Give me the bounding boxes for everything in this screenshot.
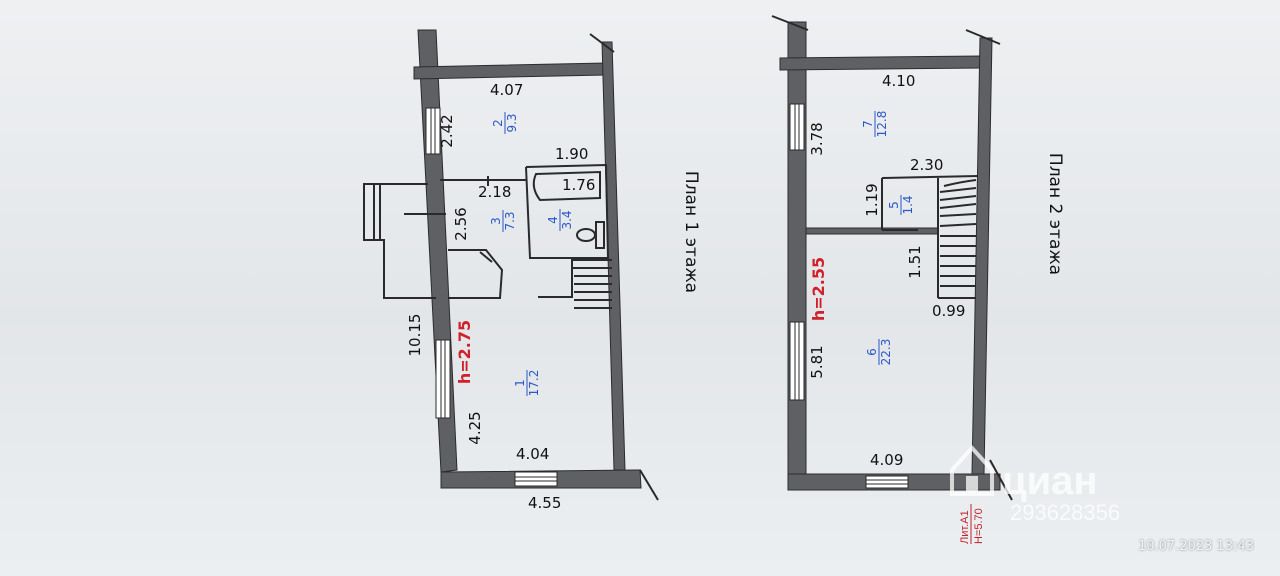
room-1-area: 17.2 — [527, 370, 541, 397]
floor2-dim-closet-depth: 1.19 — [863, 183, 881, 216]
floor1-dim-total-length: 10.15 — [406, 314, 424, 357]
floor1-room-3-label: 3 7.3 — [489, 210, 517, 232]
floor1-bathroom-walls — [525, 163, 610, 259]
floor1-top-wall — [413, 62, 607, 80]
floor1-room-1-label: 1 17.2 — [513, 370, 541, 397]
floor1-dim-corridor-width: 2.18 — [478, 183, 511, 201]
floor1-dim-bottom-outer: 4.55 — [528, 494, 561, 512]
room-1-number: 1 — [513, 379, 527, 387]
floor1-porch — [363, 183, 446, 299]
floor1-window-bottom — [514, 471, 558, 487]
room-7-area: 12.8 — [875, 111, 889, 138]
floor1-dim-wc-width: 1.76 — [562, 176, 595, 194]
floor1-kitchen-unit — [448, 249, 504, 299]
room-7-number: 7 — [861, 120, 875, 128]
floor2-dim-top-width: 4.10 — [882, 72, 915, 90]
floor1-window-upper — [425, 107, 441, 155]
room-6-area: 22.3 — [879, 339, 893, 366]
floor1-dim-bath-width: 1.90 — [555, 145, 588, 163]
room-4-number: 4 — [546, 216, 560, 224]
floor1-ceiling-height: h=2.75 — [455, 320, 474, 384]
floor2-dim-stair-width: 0.99 — [932, 302, 965, 320]
floor2-wall-break-bottom — [989, 459, 1013, 501]
photo-timestamp: 10.07.2023 13:43 — [1137, 539, 1254, 554]
cian-logo-icon — [950, 445, 994, 496]
floor1-dim-bottom-inner: 4.04 — [516, 445, 549, 463]
floor2-room-5-label: 5 1.4 — [887, 195, 915, 215]
watermark-brand: циан — [1002, 459, 1098, 503]
floor1-plan: 4.07 2.42 1.90 2.18 1.76 2.56 10.15 4.25… — [363, 29, 701, 512]
floor1-dim-left-upper: 2.42 — [438, 114, 456, 147]
floor2-top-wall — [779, 55, 983, 71]
floor1-wall-break-bottom — [639, 469, 659, 501]
room-5-number: 5 — [887, 201, 901, 209]
lit-height: H=5.70 — [973, 508, 985, 544]
floor1-window-lower — [435, 339, 451, 419]
floor1-kitchen-diagonal — [479, 251, 493, 263]
floor2-left-wall — [787, 21, 807, 489]
floor2-plan-title: План 2 этажа — [1045, 153, 1065, 275]
floor2-dim-bottom-width: 4.09 — [870, 451, 903, 469]
room-3-number: 3 — [489, 217, 503, 225]
room-6-number: 6 — [865, 348, 879, 356]
floor2-lit-label: Лит.А1 H=5.70 — [959, 504, 985, 544]
floor2-room-7-label: 7 12.8 — [861, 111, 889, 138]
floor1-wall-break-top — [589, 33, 615, 53]
floor2-room-6-label: 6 22.3 — [865, 339, 893, 366]
room-2-area: 9.3 — [505, 113, 519, 132]
floor1-staircase — [538, 259, 612, 309]
floor2-dim-left-upper: 3.78 — [808, 122, 826, 155]
floor1-dim-kitchen-depth: 2.56 — [452, 207, 470, 240]
floor2-dim-closet-width: 2.30 — [910, 156, 943, 174]
floor1-room-2-label: 2 9.3 — [491, 112, 519, 134]
watermark-number: 293628356 — [1010, 500, 1120, 525]
floor2-staircase — [939, 179, 977, 287]
cian-watermark: циан 293628356 — [950, 445, 1120, 525]
room-4-area: 3.4 — [560, 210, 574, 229]
floor2-window-lower — [789, 321, 805, 401]
floor2-closet-walls — [881, 175, 979, 179]
floor1-dim-left-lower: 4.25 — [466, 411, 484, 444]
floor2-window-upper — [789, 103, 805, 151]
floor1-bathtub — [532, 170, 601, 202]
room-3-area: 7.3 — [503, 211, 517, 230]
floor2-window-bottom — [865, 475, 909, 489]
floor1-dim-top-width: 4.07 — [490, 81, 523, 99]
floor2-partition — [805, 227, 939, 235]
floor2-dim-left-lower: 5.81 — [808, 345, 826, 378]
floor1-right-wall — [601, 41, 626, 471]
lit-name: Лит.А1 — [959, 510, 971, 544]
floor2-dim-stair-length: 1.51 — [906, 245, 924, 278]
room-2-number: 2 — [491, 119, 505, 127]
floor2-wall-break-right — [965, 29, 1001, 45]
floor1-toilet — [576, 221, 605, 249]
floor1-plan-title: План 1 этажа — [681, 171, 701, 293]
room-5-area: 1.4 — [901, 195, 915, 214]
floor1-room-4-label: 4 3.4 — [546, 209, 574, 231]
floor2-ceiling-height: h=2.55 — [809, 257, 828, 321]
floor2-plan: 4.10 3.78 2.30 1.19 1.51 0.99 5.81 4.09 … — [771, 15, 1065, 544]
floor2-wall-break-top — [771, 15, 809, 31]
